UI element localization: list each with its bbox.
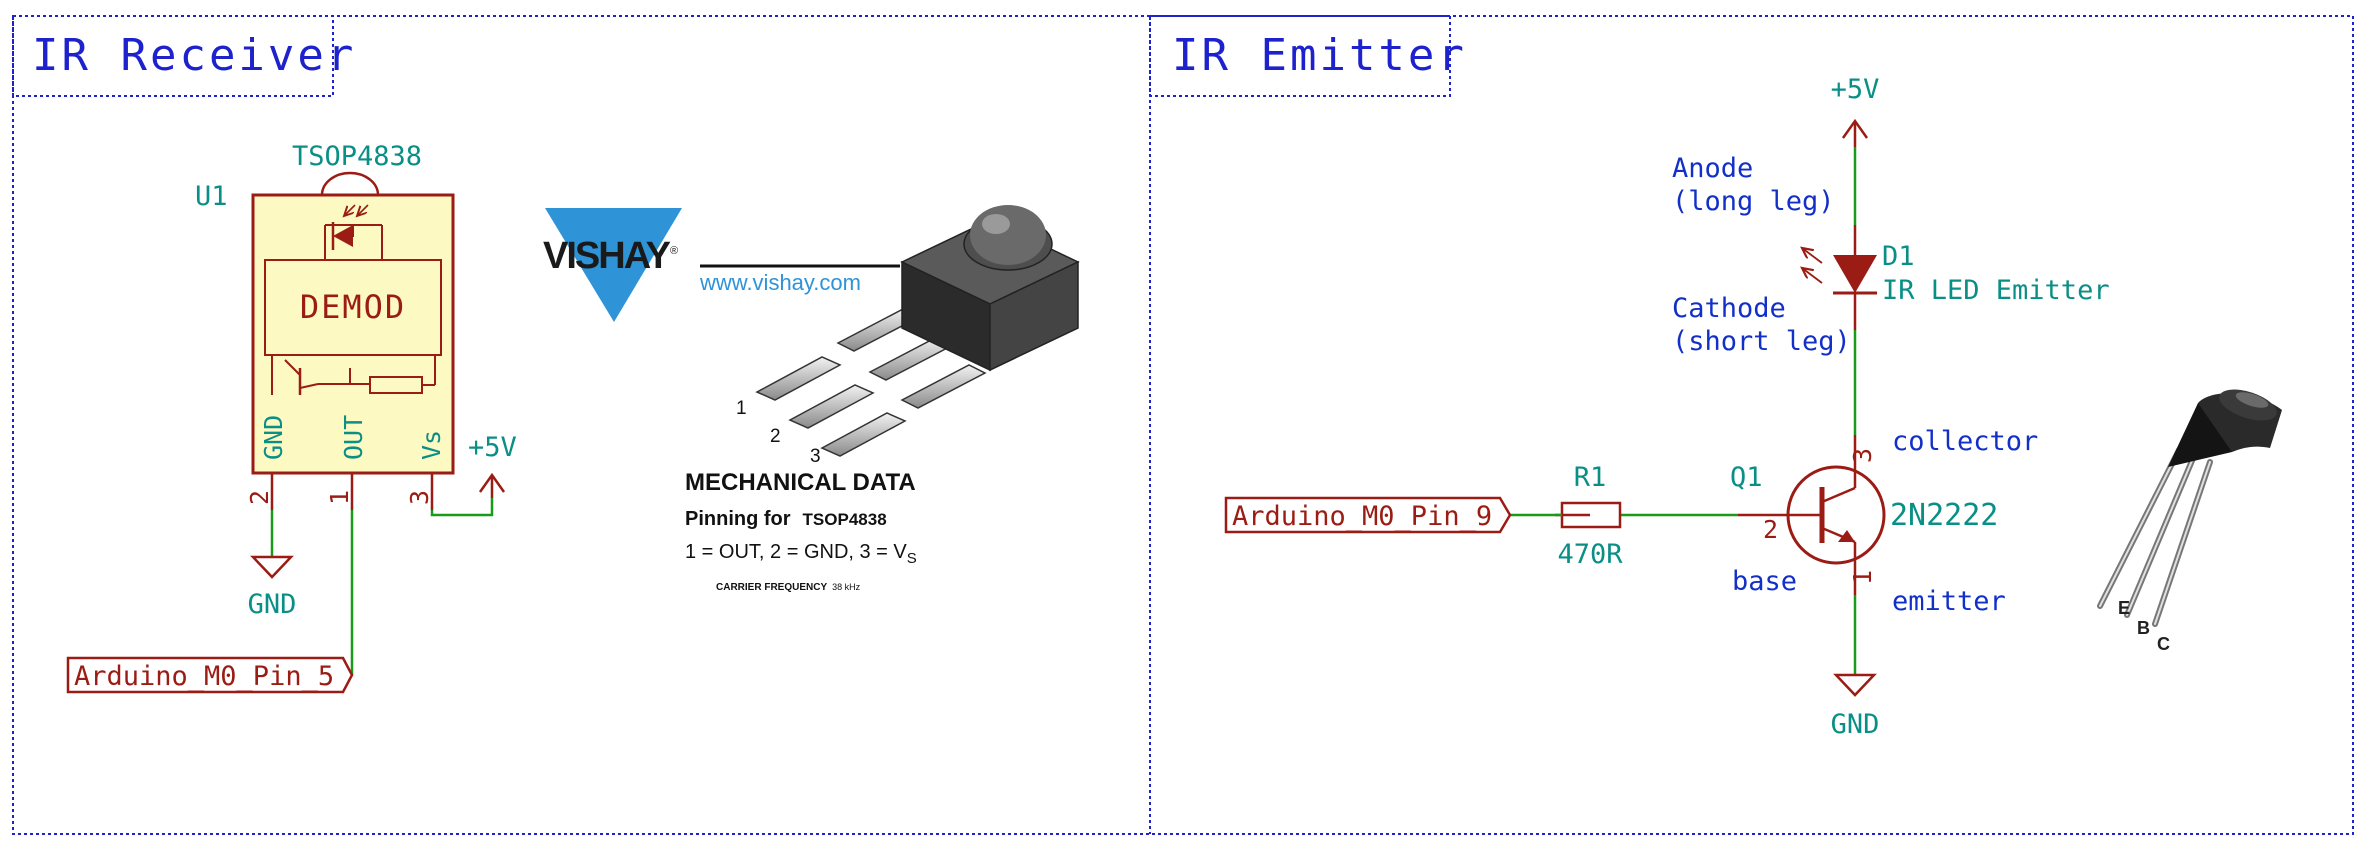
cathode-note: Cathode(short leg) [1672,293,1851,357]
transistor-pin-collector: 3 [1848,448,1877,463]
anode-note-line1: Anode [1672,153,1753,184]
emitter-power: +5V [1831,74,1880,147]
emitter-section-title: IR Emitter [1172,30,1467,81]
pinning-prefix: Pinning for [685,508,791,530]
anode-note-line2: (long leg) [1672,186,1835,217]
ir-led-symbol [1802,225,1877,330]
lead-label-c: C [2157,634,2170,654]
package-pin-label-2: 2 [770,426,781,447]
tsop4838-package-image [755,205,1080,457]
receiver-lens [320,171,380,196]
resistor-ref: R1 [1574,462,1607,493]
receiver-value: TSOP4838 [292,141,422,172]
npn-transistor-symbol [1738,435,1886,595]
package-pin-label-1: 1 [736,398,747,419]
pinning-line: Pinning for TSOP4838 [685,508,887,530]
transistor-pin-emitter: 1 [1848,570,1877,585]
resistor-symbol [1555,501,1622,529]
resistor-value: 470R [1557,539,1623,570]
collector-note: collector [1892,426,2038,457]
vishay-registered: ® [670,245,678,257]
receiver-ground-label: GND [248,589,297,620]
led-ref: D1 [1882,241,1915,272]
led-value: IR LED Emitter [1882,275,2110,306]
lead-label-b: B [2137,618,2150,638]
net-label-pin-9: Arduino_M0_Pin_9 [1224,496,1512,534]
carrier-frequency-line: CARRIER FREQUENCY 38 kHz [716,582,861,593]
receiver-photodiode-icon [324,204,383,260]
pin-mapping-line: 1 = OUT, 2 = GND, 3 = VS [685,541,917,567]
receiver-wiring: +5V GND [248,432,517,675]
carrier-label: CARRIER FREQUENCY [716,582,827,593]
emitter-note: emitter [1892,586,2006,617]
receiver-power-label: +5V [468,432,517,463]
vishay-logo: VISHAY ® [543,208,682,322]
pin-number-gnd: 2 [245,490,274,505]
emitter-power-label: +5V [1831,74,1880,105]
ir-receiver-symbol: TSOP4838 U1 DEMOD GND O [195,141,455,510]
demod-label: DEMOD [300,288,406,326]
emitter-ground-label: GND [1831,709,1880,740]
pin-name-out: OUT [339,415,368,460]
receiver-ref: U1 [195,181,228,212]
base-note: base [1732,566,1797,597]
transistor-pin-base: 2 [1763,515,1778,544]
receiver-title-box [12,15,334,97]
carrier-value: 38 kHz [832,582,861,592]
vishay-brand: VISHAY [543,235,671,277]
emitter-title-box [1149,15,1451,97]
led-emission-arrow-icon [1802,248,1823,264]
power-arrow-icon [478,472,506,493]
led-emission-arrow-icon [1802,268,1823,284]
net-label-pin-5: Arduino_M0_Pin_5 [66,656,354,694]
pin-name-vs: Vs [417,430,446,460]
pin-number-vs: 3 [405,490,434,505]
package-pin-label-3: 3 [810,446,821,467]
mechanical-data-heading: MECHANICAL DATA [685,469,916,496]
pin-mapping: 1 = OUT, 2 = GND, 3 = V [685,541,907,563]
transistor-value: 2N2222 [1890,498,1998,533]
net-label-pin-5-text: Arduino_M0_Pin_5 [74,661,334,692]
cathode-note-line2: (short leg) [1672,326,1851,357]
to92-package-image [2097,389,2282,627]
cathode-note-line1: Cathode [1672,293,1786,324]
net-label-pin-9-text: Arduino_M0_Pin_9 [1232,501,1492,532]
vishay-url: www.vishay.com [699,270,861,295]
pin-name-gnd: GND [259,415,288,460]
ground-symbol-icon [1833,673,1877,697]
led-diode-icon [1833,255,1877,293]
receiver-section-title: IR Receiver [32,30,356,81]
datasheet-excerpt: VISHAY ® www.vishay.com 1 2 3 MECHANICAL… [543,205,1080,593]
ground-symbol-icon [250,555,294,579]
anode-note: Anode(long leg) [1672,153,1835,217]
pin-number-out: 1 [325,490,354,505]
pinning-part: TSOP4838 [803,510,887,529]
lead-label-e: E [2118,598,2130,618]
receiver-output-stage [271,354,436,395]
transistor-ref: Q1 [1730,462,1763,493]
emitter-arrow-icon [1838,530,1855,542]
pin-mapping-subscript: S [907,550,917,567]
